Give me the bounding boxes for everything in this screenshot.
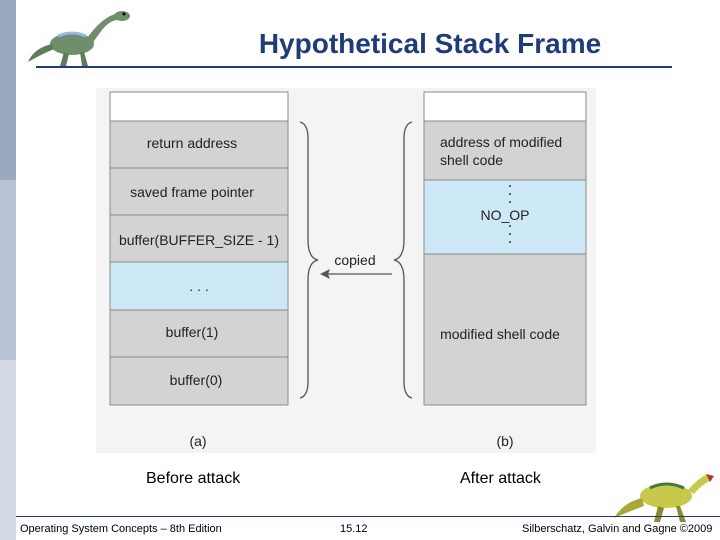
- right-label-shellcode: modified shell code: [440, 326, 560, 342]
- left-cell-buffer-1: [109, 309, 289, 358]
- caption-before-attack: Before attack: [146, 470, 241, 487]
- dinosaur-logo-bottom: [614, 474, 714, 522]
- right-label-address-2: shell code: [440, 152, 503, 168]
- dinosaur-logo-top: [28, 11, 130, 66]
- right-cell-top: [423, 91, 587, 122]
- left-cell-return-address: [109, 120, 289, 169]
- sidebar-band-top: [0, 0, 16, 180]
- right-label-address-1: address of modified: [440, 134, 562, 150]
- left-brace: [299, 121, 319, 399]
- left-cell-ellipsis: [109, 261, 289, 311]
- footer-edition: Operating System Concepts – 8th Edition: [20, 523, 222, 535]
- stack-frame-diagram: return address saved frame pointer buffe…: [109, 91, 587, 449]
- nop-dots: [509, 185, 511, 243]
- right-cell-shellcode: [423, 253, 587, 406]
- left-label-saved-frame-pointer: saved frame pointer: [130, 184, 254, 200]
- right-cell-address: [423, 120, 587, 181]
- left-cell-saved-frame-pointer: [109, 167, 289, 216]
- footer-authors: Silberschatz, Galvin and Gagne ©2009: [522, 523, 713, 535]
- left-cell-buffer-0: [109, 356, 289, 406]
- stack-frame-figure: return address saved frame pointer buffe…: [96, 88, 596, 453]
- right-brace: [393, 121, 413, 399]
- title-underline: [36, 66, 672, 68]
- slide-title: Hypothetical Stack Frame: [258, 28, 602, 59]
- copied-label: copied: [334, 252, 375, 268]
- footer-rule: [16, 516, 720, 517]
- right-cell-nop: [423, 179, 587, 255]
- left-cell-top: [109, 91, 289, 122]
- sidebar-band-bottom: [0, 360, 16, 540]
- label-a: (a): [189, 433, 206, 449]
- sidebar-stripe: [0, 0, 16, 540]
- sidebar-band-middle: [0, 180, 16, 360]
- right-label-nop: NO_OP: [480, 207, 529, 223]
- left-label-ellipsis: . . .: [189, 278, 208, 294]
- left-label-buffer-0: buffer(0): [170, 372, 223, 388]
- left-label-buffer-1: buffer(1): [166, 324, 219, 340]
- copied-arrow: [320, 269, 392, 279]
- left-stack: return address saved frame pointer buffe…: [109, 91, 289, 449]
- right-stack: address of modified shell code NO_OP mod…: [423, 91, 587, 449]
- left-label-buffer-last: buffer(BUFFER_SIZE - 1): [119, 232, 279, 248]
- left-cell-buffer-last: [109, 214, 289, 263]
- left-label-return-address: return address: [147, 135, 237, 151]
- footer-page-number: 15.12: [340, 523, 368, 535]
- label-b: (b): [496, 433, 513, 449]
- caption-after-attack: After attack: [460, 470, 541, 487]
